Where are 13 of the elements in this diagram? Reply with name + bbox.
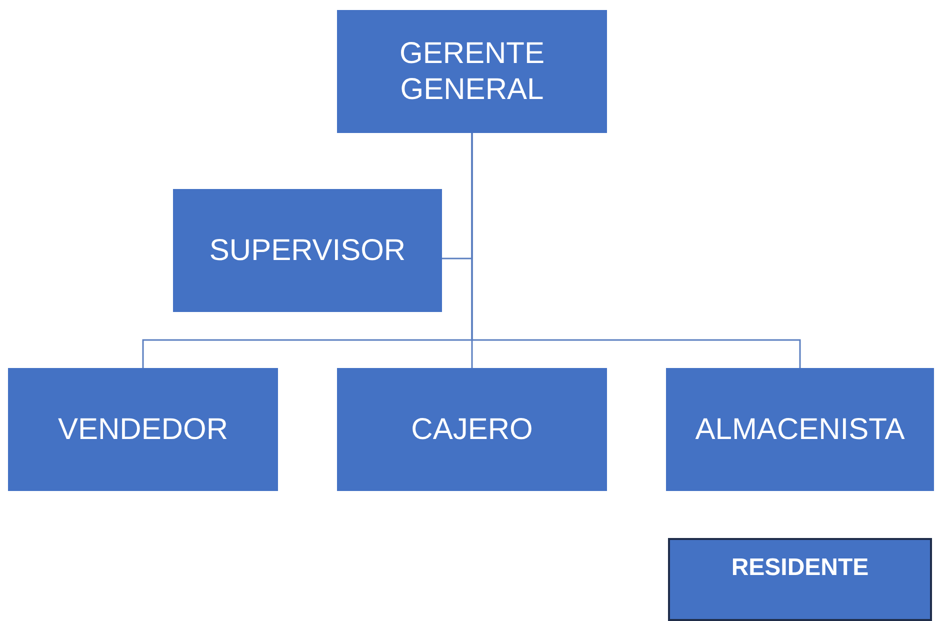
- position-box: [337, 368, 607, 491]
- position-title: RESIDENTE: [731, 554, 869, 583]
- position-title: CAJERO: [411, 412, 533, 448]
- position-box: [173, 189, 442, 312]
- position-box: [668, 538, 932, 621]
- connector-line: [471, 133, 801, 368]
- position-title: GERENTE GENERAL: [398, 36, 546, 108]
- position-title: VENDEDOR: [58, 412, 228, 448]
- position-box: [8, 368, 278, 491]
- position-title: SUPERVISOR: [209, 232, 406, 268]
- position-box: [337, 10, 607, 133]
- position-box: [666, 368, 934, 491]
- position-title: ALMACENISTA: [695, 412, 905, 448]
